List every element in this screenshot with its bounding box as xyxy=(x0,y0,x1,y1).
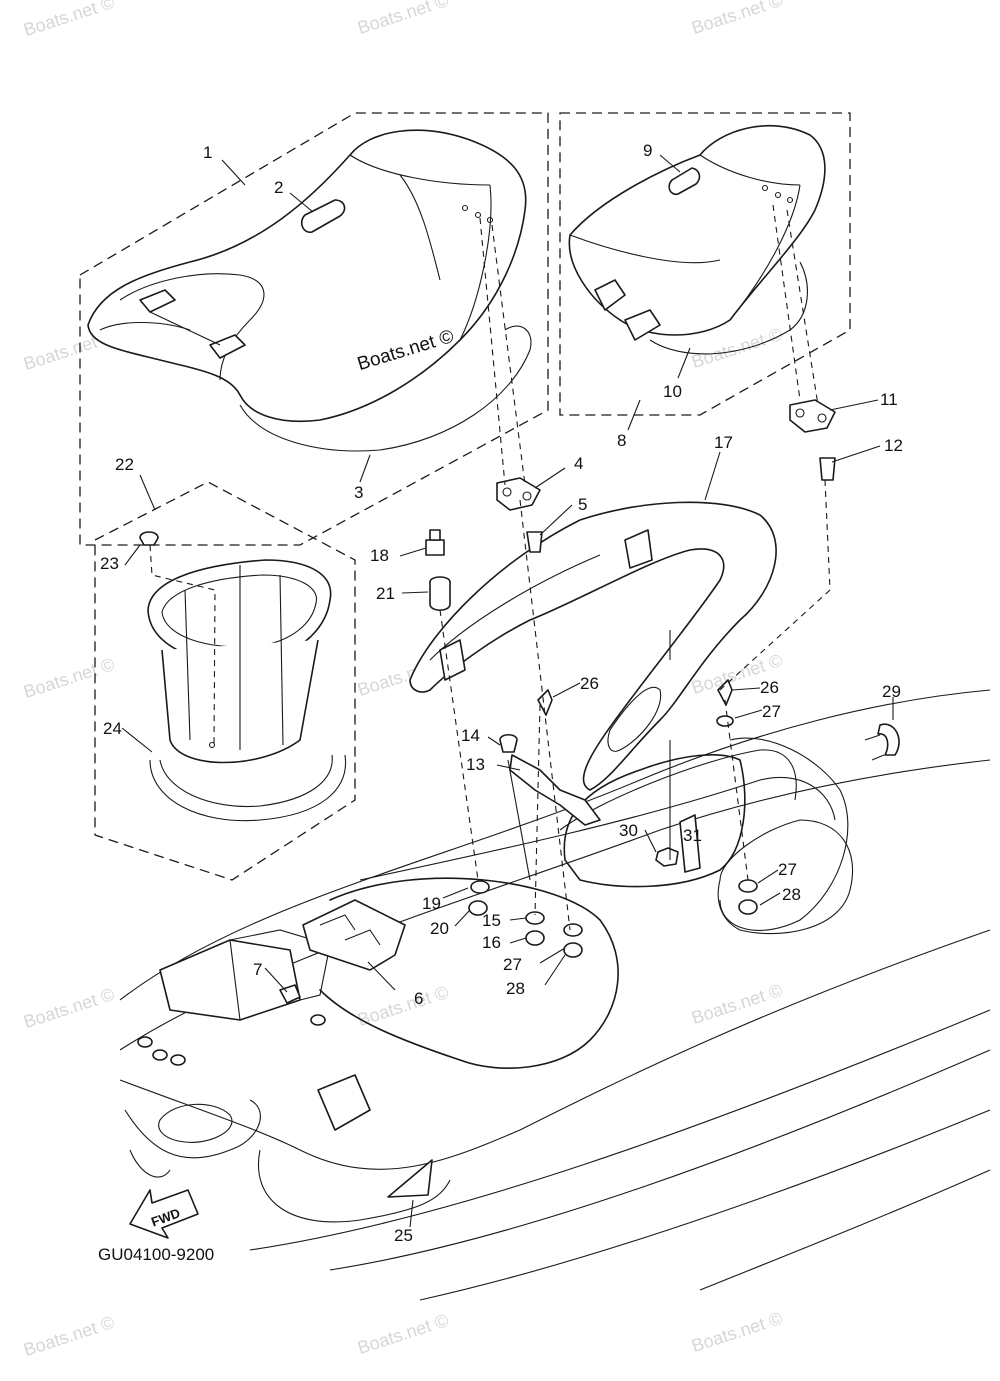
storage-bin-part xyxy=(147,559,347,822)
callout-27: 27 xyxy=(762,702,781,721)
callout-22: 22 xyxy=(115,455,134,474)
drawing-code: GU04100-9200 xyxy=(98,1245,215,1264)
callout-4: 4 xyxy=(574,454,584,473)
fwd-arrow: FWD xyxy=(129,1189,199,1239)
callout-30: 30 xyxy=(619,821,638,840)
assembly-outline-1 xyxy=(79,112,549,546)
callout-26: 26 xyxy=(760,678,779,697)
callout-16: 16 xyxy=(482,933,501,952)
callout-23: 23 xyxy=(100,554,119,573)
callout-24: 24 xyxy=(103,719,122,738)
callout-27: 27 xyxy=(503,955,522,974)
rear-seat-part xyxy=(568,124,826,355)
assembly-outline-22 xyxy=(94,481,356,881)
callout-2: 2 xyxy=(274,178,284,197)
hull-deck xyxy=(119,689,991,1301)
callout-10: 10 xyxy=(663,382,682,401)
callout-25: 25 xyxy=(394,1226,413,1245)
callout-28: 28 xyxy=(506,979,525,998)
callout-18: 18 xyxy=(370,546,389,565)
callout-5: 5 xyxy=(578,495,588,514)
leader-lines xyxy=(121,154,894,1228)
grab-handle-part xyxy=(409,501,777,791)
callout-14: 14 xyxy=(461,726,480,745)
callout-13: 13 xyxy=(466,755,485,774)
callout-6: 6 xyxy=(414,989,424,1008)
callout-26: 26 xyxy=(580,674,599,693)
callout-1: 1 xyxy=(203,143,213,162)
callout-21: 21 xyxy=(376,584,395,603)
callout-12: 12 xyxy=(884,436,903,455)
assembly-outline-8 xyxy=(559,112,851,416)
hardware xyxy=(139,399,900,1198)
callout-8: 8 xyxy=(617,431,627,450)
front-seat-part xyxy=(87,129,532,452)
assembly-lines xyxy=(149,204,831,931)
callout-3: 3 xyxy=(354,483,364,502)
callout-27: 27 xyxy=(778,860,797,879)
callout-31: 31 xyxy=(683,826,702,845)
callout-29: 29 xyxy=(882,682,901,701)
callout-15: 15 xyxy=(482,911,501,930)
callout-20: 20 xyxy=(430,919,449,938)
callout-9: 9 xyxy=(643,141,653,160)
callout-17: 17 xyxy=(714,433,733,452)
callout-28: 28 xyxy=(782,885,801,904)
callout-7: 7 xyxy=(253,960,263,979)
callout-11: 11 xyxy=(880,390,898,409)
callout-19: 19 xyxy=(422,894,441,913)
